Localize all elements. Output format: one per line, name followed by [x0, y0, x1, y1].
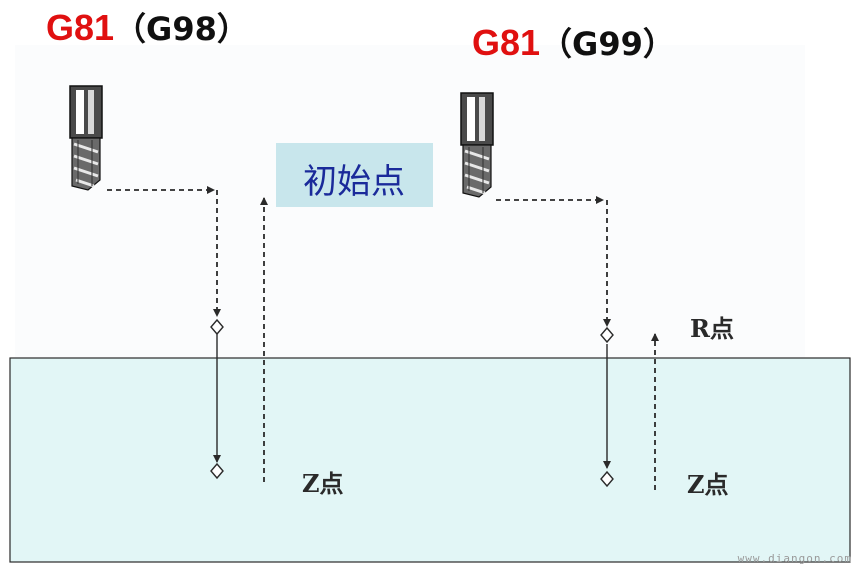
- right-title-mode: （G99）: [540, 25, 675, 63]
- z-point-label-right: Z点: [687, 470, 729, 499]
- right-title-code: G81: [472, 22, 540, 63]
- right-tool-path: [496, 196, 659, 490]
- initial-point-box: [276, 143, 433, 207]
- z-point-label-left: Z点: [302, 469, 344, 498]
- right-title: G81（G99）: [472, 22, 675, 63]
- r-point-label: R点: [690, 314, 734, 343]
- initial-point-label: 初始点: [303, 162, 405, 202]
- workpiece: [9, 357, 851, 563]
- watermark: www.diangon.com: [738, 552, 852, 565]
- left-tool-path: [107, 186, 268, 482]
- end-mill-tool-icon: [459, 91, 495, 199]
- point-marker-icon: [600, 470, 614, 488]
- point-marker-icon: [600, 326, 614, 344]
- end-mill-tool-icon: [68, 84, 104, 192]
- left-title-code: G81: [46, 7, 114, 48]
- left-title-mode: （G98）: [114, 10, 249, 48]
- point-marker-icon: [210, 318, 224, 336]
- point-marker-icon: [210, 462, 224, 480]
- left-title: G81（G98）: [46, 7, 249, 48]
